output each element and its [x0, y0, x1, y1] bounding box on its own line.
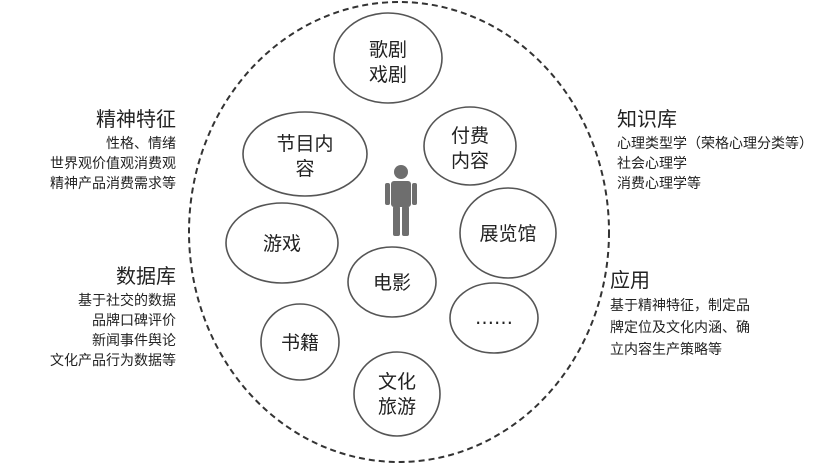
- node-program-line-1: 节目内: [276, 133, 333, 155]
- right-bottom-line-3: 立内容生产策略等: [610, 341, 722, 358]
- left-top-line-2: 世界观价值观消费观: [50, 156, 176, 172]
- node-opera-line-2: 戏剧: [369, 64, 407, 86]
- node-more-line-1: ……: [475, 307, 513, 329]
- right-top-line-3: 消费心理学等: [617, 175, 701, 192]
- node-tourism: 文化 旅游: [353, 351, 441, 437]
- left-top-line-3: 精神产品消费需求等: [50, 175, 176, 192]
- node-paid-line-2: 内容: [451, 150, 489, 172]
- right-top-line-2: 社会心理学: [617, 156, 687, 172]
- person-icon: [385, 165, 417, 236]
- left-bottom-line-2: 品牌口碑评价: [92, 312, 176, 329]
- left-top-line-1: 性格、情绪: [106, 136, 176, 152]
- node-game: 游戏: [225, 202, 339, 284]
- right-bottom-line-1: 基于精神特征，制定品: [610, 297, 750, 314]
- node-program: 节目内 容: [242, 111, 368, 197]
- node-exhibition: 展览馆: [459, 187, 557, 279]
- node-more: ……: [449, 282, 539, 354]
- right-bottom-title: 应用: [610, 268, 650, 292]
- right-bottom-block: 应用 基于精神特征，制定品 牌定位及文化内涵、确 立内容生产策略等: [610, 268, 750, 358]
- left-top-block: 精神特征 性格、情绪 世界观价值观消费观 精神产品消费需求等: [50, 107, 176, 192]
- left-bottom-line-4: 文化产品行为数据等: [50, 352, 176, 369]
- left-top-title: 精神特征: [96, 107, 176, 131]
- right-top-block: 知识库 心理类型学（荣格心理分类等） 社会心理学 消费心理学等: [617, 107, 813, 192]
- node-opera-line-1: 歌剧: [369, 39, 407, 61]
- left-bottom-block: 数据库 基于社交的数据 品牌口碑评价 新闻事件舆论 文化产品行为数据等: [50, 264, 176, 369]
- node-book: 书籍: [260, 303, 340, 381]
- left-bottom-line-1: 基于社交的数据: [78, 292, 176, 309]
- outer-dashed-boundary: [188, 1, 610, 463]
- node-exhibition-line-1: 展览馆: [479, 223, 536, 245]
- node-tourism-line-1: 文化: [378, 371, 416, 393]
- node-game-line-1: 游戏: [263, 233, 301, 255]
- node-paid: 付费 内容: [423, 106, 517, 186]
- node-movie-line-1: 电影: [373, 272, 411, 294]
- node-tourism-line-2: 旅游: [378, 396, 416, 418]
- right-top-line-1: 心理类型学（荣格心理分类等）: [617, 135, 813, 152]
- left-bottom-title: 数据库: [116, 264, 176, 288]
- node-paid-line-1: 付费: [451, 125, 489, 147]
- right-bottom-line-2: 牌定位及文化内涵、确: [610, 319, 750, 336]
- node-opera: 歌剧 戏剧: [333, 12, 443, 104]
- node-program-line-2: 容: [295, 158, 314, 180]
- left-bottom-line-3: 新闻事件舆论: [92, 333, 176, 349]
- node-movie: 电影: [347, 246, 437, 318]
- right-top-title: 知识库: [617, 107, 677, 131]
- node-book-line-1: 书籍: [281, 332, 319, 354]
